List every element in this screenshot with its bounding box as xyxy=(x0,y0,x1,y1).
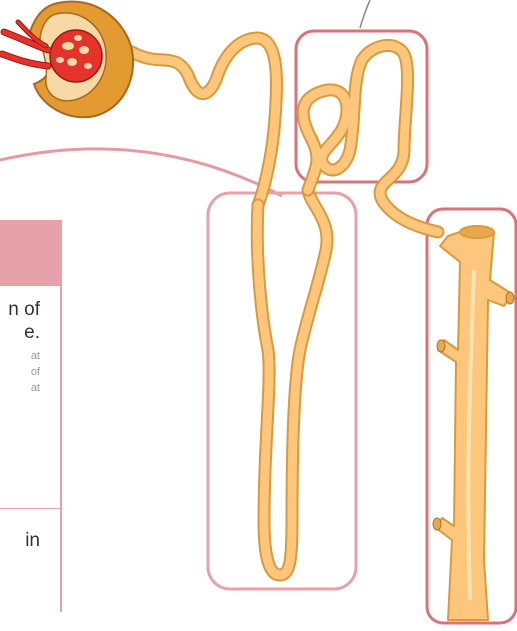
callout-arc xyxy=(0,149,282,196)
panel-small-text-2: of xyxy=(31,366,40,378)
glomerulus xyxy=(50,30,102,82)
panel-divider xyxy=(0,508,60,509)
distal-tubule xyxy=(303,45,438,232)
highlight-box-loop-of-henle xyxy=(208,193,356,589)
panel-lower-text: in xyxy=(25,530,40,552)
collecting-duct xyxy=(433,226,514,620)
panel-text-line-1: n of xyxy=(8,299,40,321)
panel-small-text-3: at xyxy=(31,382,40,394)
panel-header xyxy=(0,220,62,286)
side-info-panel: n of e. at of at in xyxy=(0,220,62,612)
panel-body: n of e. at of at in xyxy=(0,286,62,612)
panel-small-text-1: at xyxy=(31,350,40,362)
proximal-tubule xyxy=(132,38,277,205)
loop-of-henle xyxy=(257,190,327,575)
panel-text-line-2: e. xyxy=(24,322,40,344)
callout-line-top xyxy=(360,0,370,28)
